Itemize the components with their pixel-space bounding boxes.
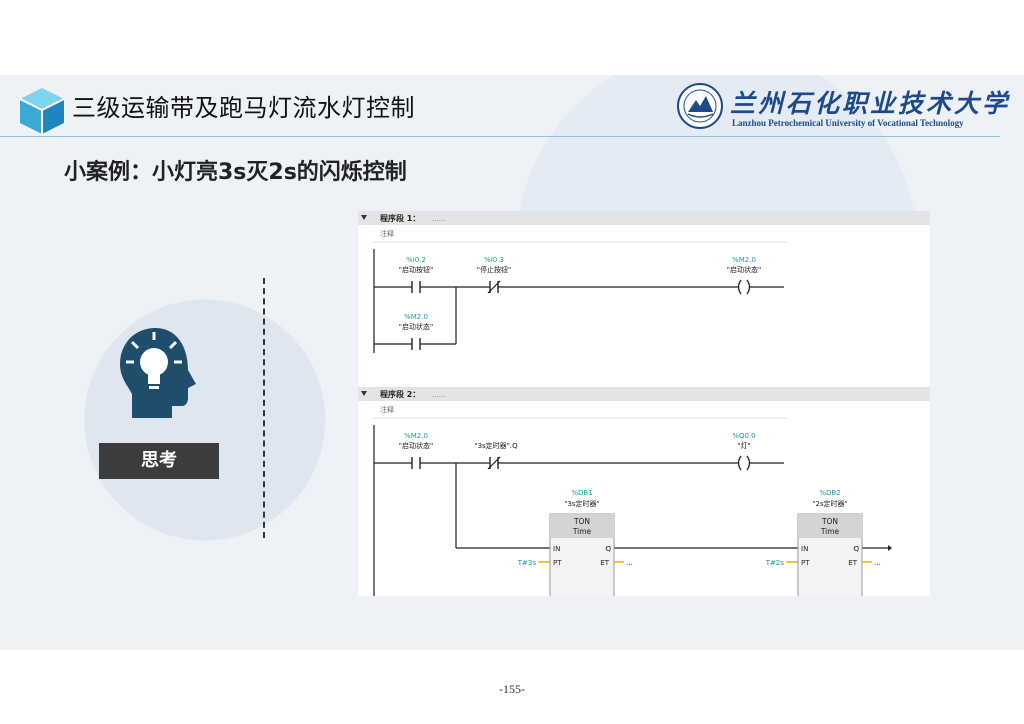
network2-title-dots: ......: [432, 391, 445, 399]
timer1-pin-et: ET: [600, 559, 609, 567]
university-seal-icon: [677, 83, 723, 129]
timer2-et-out: ...: [874, 559, 881, 567]
n2-coil-name: "灯": [737, 441, 750, 450]
network2-header: [358, 387, 930, 401]
network2-comment: 注释: [380, 405, 394, 414]
timer2-pin-in: IN: [801, 545, 808, 553]
page-title: 三级运输带及跑马灯流水灯控制: [72, 94, 415, 122]
contact-stop-button: [487, 280, 501, 294]
university-name-cn: 兰州石化职业技术大学: [730, 89, 1011, 118]
timer1-et-out: ...: [626, 559, 633, 567]
case-subtitle: 小案例：小灯亮3s灭2s的闪烁控制: [64, 160, 407, 185]
timer-2s-block: [797, 513, 863, 596]
contact-3s-timer-q: [487, 456, 501, 470]
ladder-diagram: 程序段 1： ...... 注释 %I0.2 "启动按钮" %I0.3 "停止按…: [358, 211, 930, 596]
network1-title: 程序段 1：: [380, 213, 420, 223]
coil-start-state: [737, 279, 751, 295]
timer2-db: %DB2: [819, 489, 840, 497]
timer2-pin-pt: PT: [801, 559, 810, 567]
timer2-name: "2s定时器": [812, 499, 848, 508]
timer2-pin-et: ET: [848, 559, 857, 567]
n2-coil-address: %Q0.0: [732, 432, 755, 440]
header-divider: [0, 136, 1000, 137]
contact2-name: "停止按钮": [477, 265, 511, 274]
contact-self-hold: [411, 338, 421, 350]
think-label: 思考: [99, 443, 219, 479]
coil-lamp: [737, 455, 751, 471]
timer1-pin-pt: PT: [553, 559, 562, 567]
network1-comment: 注释: [380, 229, 394, 238]
timer1-sub: Time: [572, 527, 592, 536]
network1-header: [358, 211, 930, 225]
coil1-address: %M2.0: [732, 256, 756, 264]
timer1-db: %DB1: [571, 489, 592, 497]
timer1-pin-q: Q: [605, 545, 611, 553]
timer1-pin-in: IN: [553, 545, 560, 553]
university-name-en: Lanzhou Petrochemical University of Voca…: [732, 118, 964, 128]
dashed-divider: [263, 278, 265, 538]
timer2-type: TON: [821, 517, 838, 526]
page-number: -155-: [499, 682, 525, 696]
network2-collapse-icon[interactable]: [361, 391, 367, 396]
network2-title: 程序段 2：: [380, 389, 420, 399]
contact-start-state: [411, 457, 421, 469]
network1-collapse-icon[interactable]: [361, 215, 367, 220]
timer2-pt-value: T#2s: [765, 559, 785, 567]
timer2-sub: Time: [820, 527, 840, 536]
contact2-address: %I0.3: [484, 256, 504, 264]
timer-3s-block: [549, 513, 615, 596]
timer1-pt-value: T#3s: [517, 559, 537, 567]
n2-contact1-address: %M2.0: [404, 432, 428, 440]
network1-title-dots: ......: [432, 215, 445, 223]
cube-icon: [19, 88, 65, 134]
timer1-type: TON: [573, 517, 590, 526]
contact3-name: "启动状态": [399, 322, 433, 331]
timer2-pin-q: Q: [853, 545, 859, 553]
coil1-name: "启动状态": [727, 265, 761, 274]
contact1-name: "启动按钮": [399, 265, 433, 274]
timer1-name: "3s定时器": [564, 499, 600, 508]
n2-contact1-name: "启动状态": [399, 441, 433, 450]
thinking-head-icon: [120, 328, 196, 418]
contact1-address: %I0.2: [406, 256, 426, 264]
contact3-address: %M2.0: [404, 313, 428, 321]
n2-contact2-name: "3s定时器".Q: [474, 441, 518, 450]
contact-start-button: [411, 281, 421, 293]
